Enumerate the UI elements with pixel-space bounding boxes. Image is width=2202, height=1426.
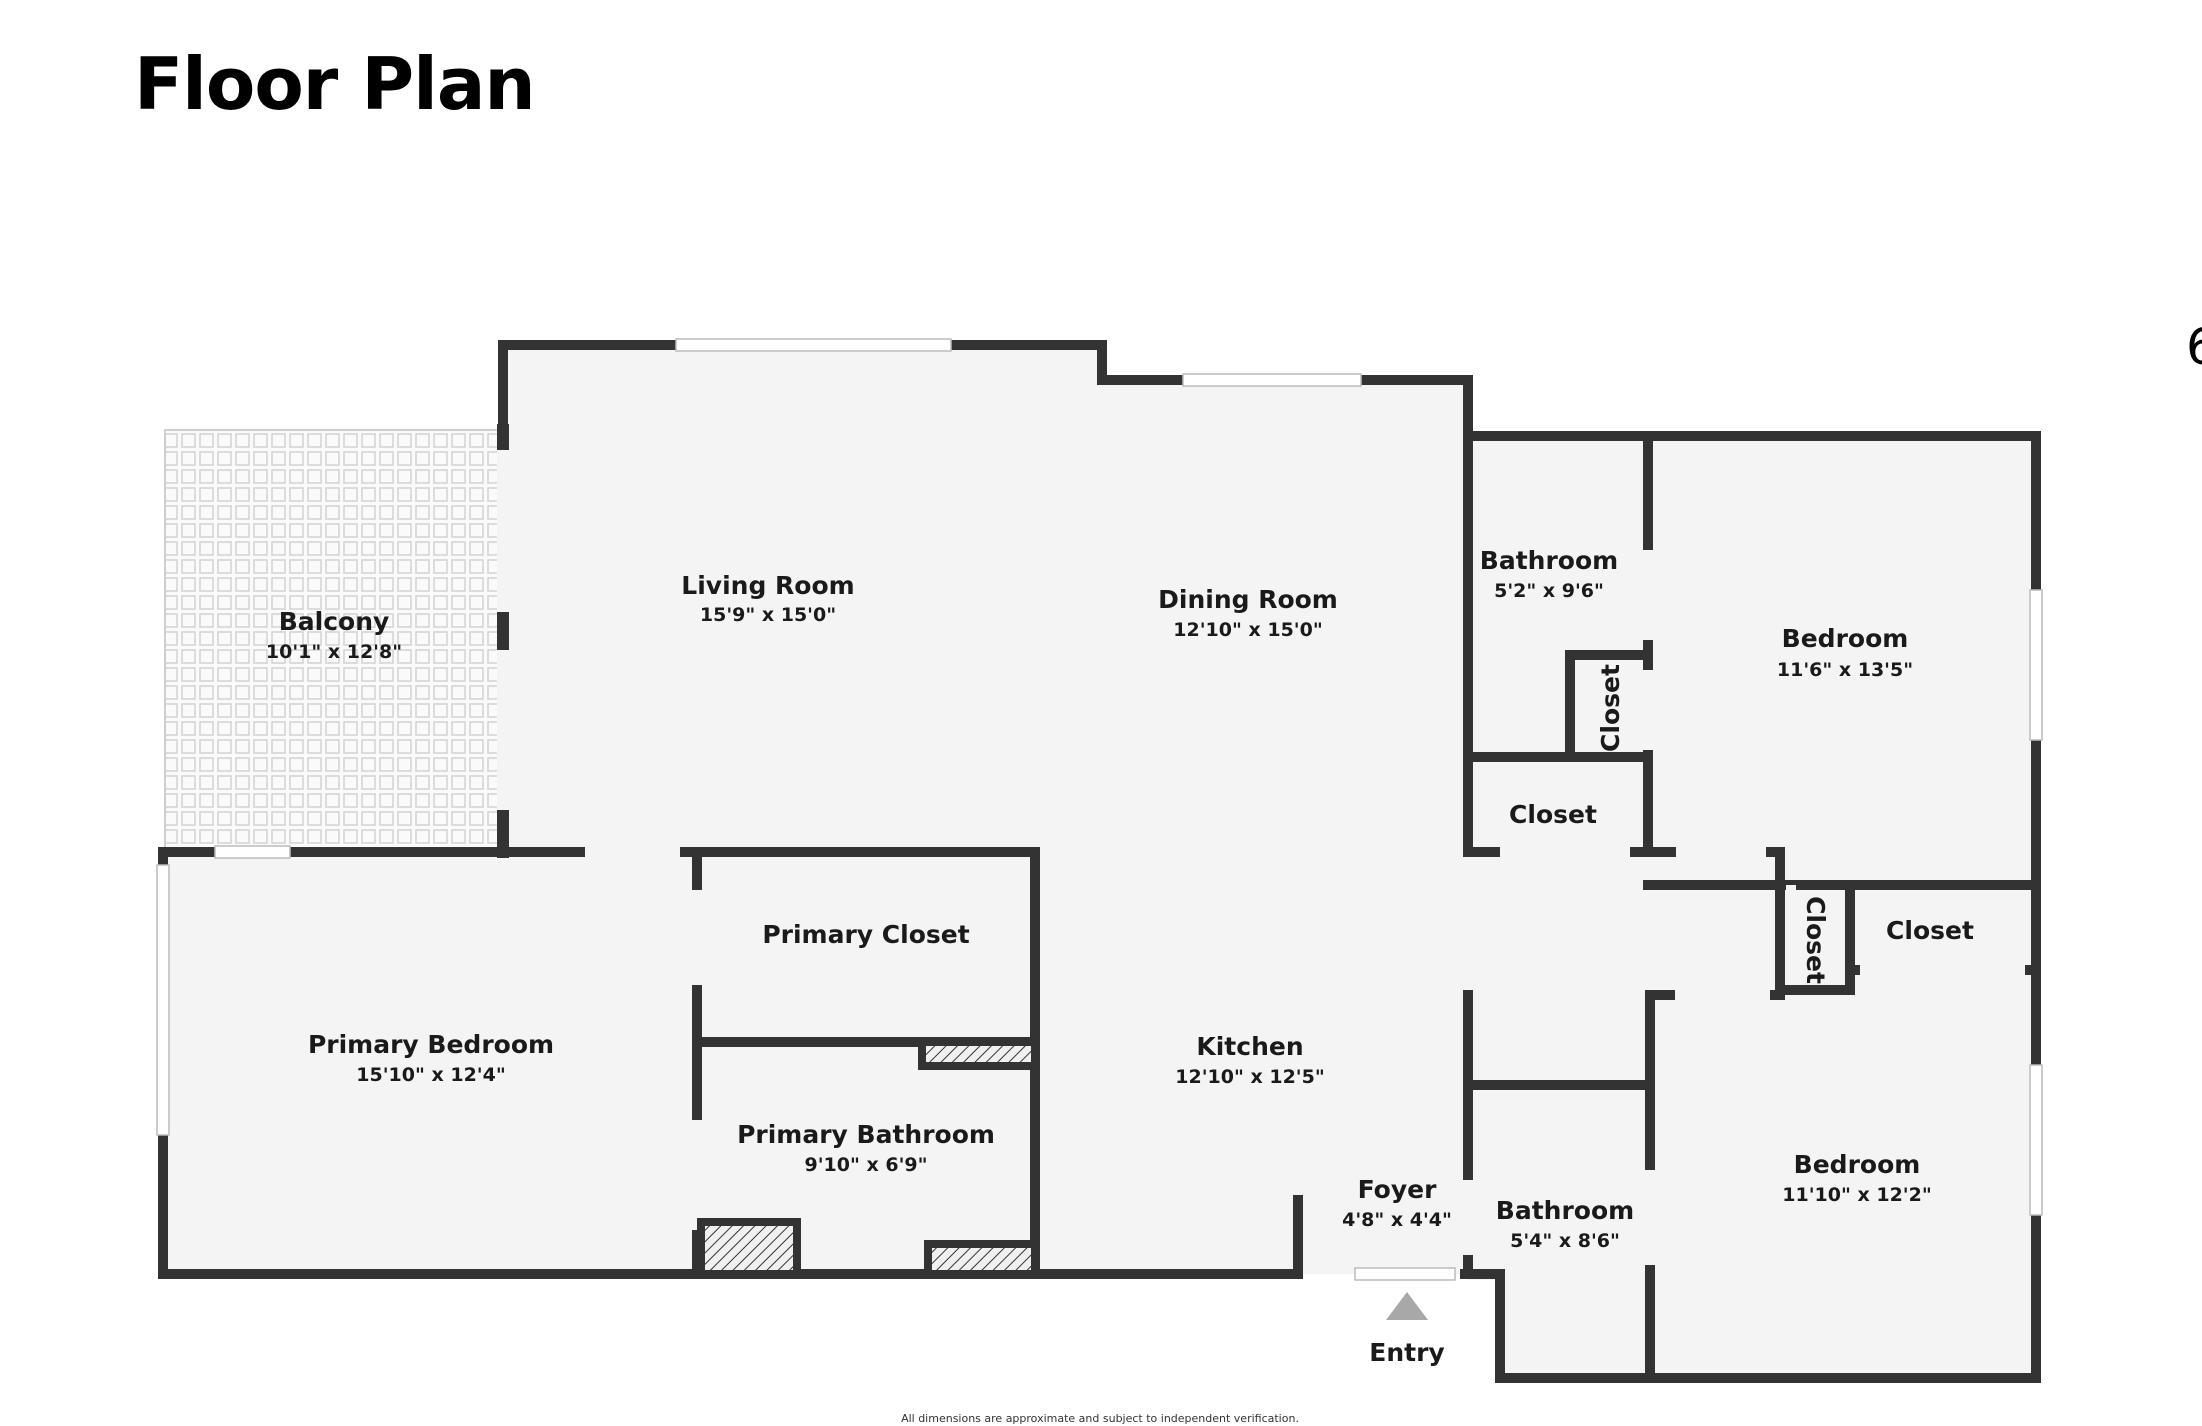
room-dim-primary-bedroom: 15'10" x 12'4" xyxy=(356,1064,505,1086)
room-name-closet-bedroom-2: Closet xyxy=(1886,916,1974,945)
room-name-living: Living Room xyxy=(681,571,854,600)
room-name-primary-bathroom: Primary Bathroom xyxy=(737,1120,995,1149)
room-dim-living: 15'9" x 15'0" xyxy=(700,604,836,626)
room-name-bathroom-2: Bathroom xyxy=(1496,1196,1634,1225)
entry-arrow-icon xyxy=(1386,1292,1428,1320)
page-title: Floor Plan xyxy=(134,42,536,126)
room-dim-bedroom-2: 11'10" x 12'2" xyxy=(1782,1184,1931,1206)
hatched-fixtures xyxy=(697,1038,1039,1278)
room-dim-bathroom-2: 5'4" x 8'6" xyxy=(1510,1230,1620,1252)
balcony-floor xyxy=(164,429,504,851)
room-labels: Balcony 10'1" x 12'8" Living Room 15'9" … xyxy=(266,546,1974,1252)
room-dim-dining: 12'10" x 15'0" xyxy=(1173,619,1322,641)
main-floor xyxy=(163,345,2036,1378)
room-dim-primary-bathroom: 9'10" x 6'9" xyxy=(804,1154,927,1176)
room-name-closet-hall: Closet xyxy=(1509,800,1597,829)
wall-closet2 xyxy=(1775,847,1855,995)
room-name-primary-closet: Primary Closet xyxy=(762,920,969,949)
room-dim-bedroom-1: 11'6" x 13'5" xyxy=(1777,659,1913,681)
edge-page-mark: 6 xyxy=(2186,318,2202,376)
entry-label: Entry xyxy=(1369,1338,1444,1367)
room-name-closet-vertical-1: Closet xyxy=(1596,664,1625,752)
room-name-closet-vertical-2: Closet xyxy=(1801,896,1830,984)
room-dim-kitchen: 12'10" x 12'5" xyxy=(1175,1066,1324,1088)
windows xyxy=(156,338,2043,1281)
room-name-bathroom-1: Bathroom xyxy=(1480,546,1618,575)
room-name-bedroom-2: Bedroom xyxy=(1794,1150,1921,1179)
room-name-bedroom-1: Bedroom xyxy=(1782,624,1909,653)
wall-closet1 xyxy=(1565,650,1653,762)
door-openings xyxy=(497,450,2025,1265)
room-dim-balcony: 10'1" x 12'8" xyxy=(266,641,402,663)
floor-areas xyxy=(163,345,2036,1378)
room-name-foyer: Foyer xyxy=(1358,1175,1437,1204)
disclaimer-text: All dimensions are approximate and subje… xyxy=(901,1412,1299,1425)
room-name-balcony: Balcony xyxy=(279,607,390,636)
room-dim-foyer: 4'8" x 4'4" xyxy=(1342,1209,1452,1231)
room-name-kitchen: Kitchen xyxy=(1196,1032,1303,1061)
room-name-dining: Dining Room xyxy=(1158,585,1338,614)
room-dim-bathroom-1: 5'2" x 9'6" xyxy=(1494,580,1604,602)
room-name-primary-bedroom: Primary Bedroom xyxy=(308,1030,554,1059)
